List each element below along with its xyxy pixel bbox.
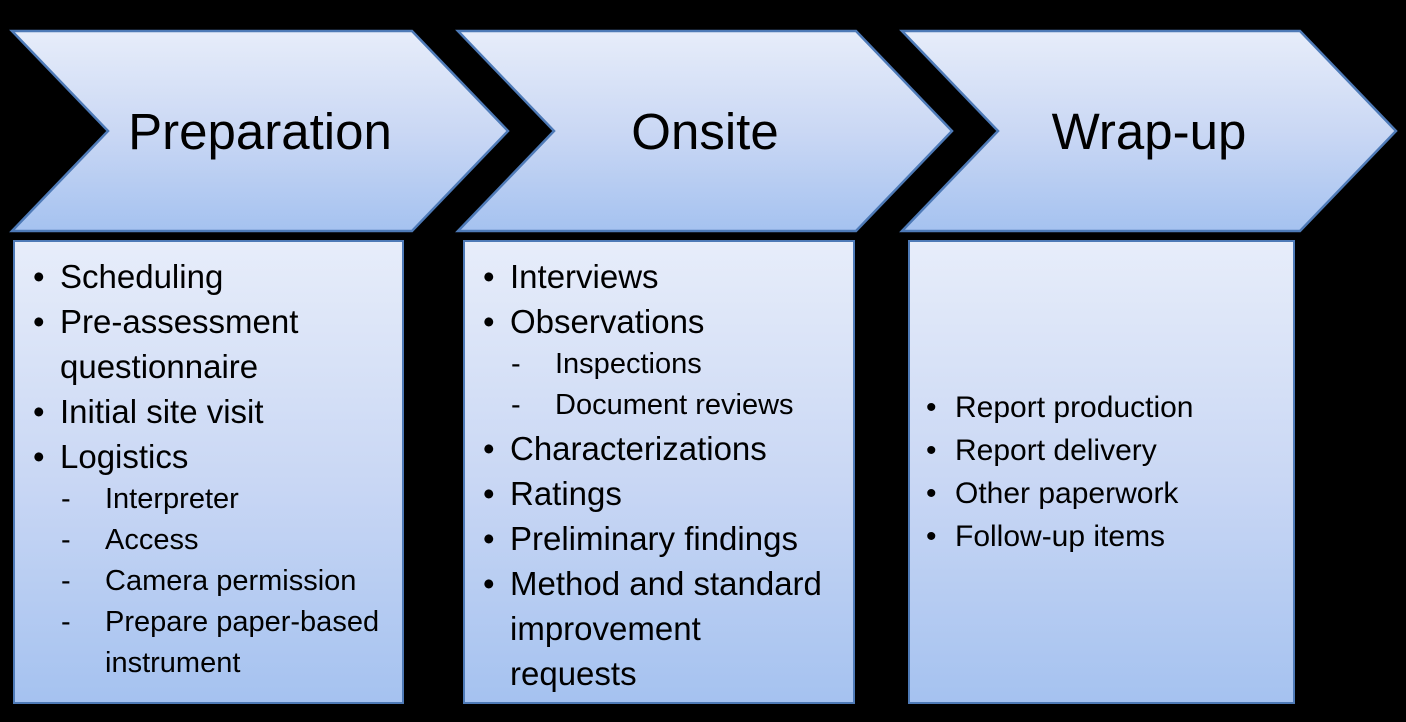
dash-icon: - (61, 524, 71, 556)
list-item-text: Access (105, 524, 199, 556)
list-item-text: Initial site visit (60, 393, 264, 430)
chevron-arrow-layer (9, 29, 1398, 233)
dash-icon: - (61, 483, 71, 515)
list-item: • Initial site visit (15, 389, 402, 434)
preparation-list: • Scheduling • Pre-assessment questionna… (15, 242, 402, 684)
list-item: - Access (15, 520, 402, 561)
dash-icon: - (511, 389, 521, 421)
list-item-text: Scheduling (60, 258, 224, 295)
list-item: • Report delivery (910, 429, 1293, 472)
wrap-up-box: • Report production • Report delivery • … (908, 240, 1295, 704)
bullet-icon: • (33, 303, 45, 340)
list-item-text: Ratings (510, 475, 622, 512)
bullet-icon: • (33, 393, 45, 430)
list-item: • Follow-up items (910, 515, 1293, 558)
wrap-up-list: • Report production • Report delivery • … (910, 386, 1293, 558)
bullet-icon: • (926, 477, 937, 510)
list-item: • Characterizations (465, 426, 853, 471)
list-item: • Other paperwork (910, 472, 1293, 515)
list-item-text: Interviews (510, 258, 659, 295)
bullet-icon: • (926, 520, 937, 553)
dash-icon: - (61, 565, 71, 597)
bullet-icon: • (483, 565, 495, 602)
list-item-text: Pre-assessment questionnaire (60, 303, 299, 385)
list-item-text: Camera permission (105, 565, 357, 597)
bullet-icon: • (483, 520, 495, 557)
dash-icon: - (511, 348, 521, 380)
list-item-text: Report production (955, 391, 1194, 424)
chevron-arrow-wrap-up (899, 29, 1398, 233)
list-item-text: Observations (510, 303, 705, 340)
bullet-icon: • (483, 303, 495, 340)
list-item: - Camera permission (15, 561, 402, 602)
list-item-text: Other paperwork (955, 477, 1179, 510)
list-item: - Document reviews (465, 385, 853, 426)
preparation-box: • Scheduling • Pre-assessment questionna… (13, 240, 404, 704)
list-item: • Scheduling (15, 254, 402, 299)
list-item: • Report production (910, 386, 1293, 429)
bullet-icon: • (926, 391, 937, 424)
list-item: • Pre-assessment questionnaire (15, 299, 402, 389)
list-item: - Interpreter (15, 479, 402, 520)
list-item-text: Follow-up items (955, 520, 1166, 553)
list-item: - Inspections (465, 344, 853, 385)
bullet-icon: • (483, 475, 495, 512)
list-item-text: Document reviews (555, 389, 794, 421)
list-item-text: Preliminary findings (510, 520, 798, 557)
list-item: - Prepare paper-based instrument (15, 602, 402, 684)
list-item: • Method and standard improvement reques… (465, 561, 853, 696)
list-item-text: Report delivery (955, 434, 1157, 467)
list-item: • Logistics (15, 434, 402, 479)
chevron-arrow-preparation (9, 29, 510, 233)
bullet-icon: • (33, 438, 45, 475)
onsite-box: • Interviews • Observations - Inspection… (463, 240, 855, 704)
bullet-icon: • (926, 434, 937, 467)
bullet-icon: • (483, 430, 495, 467)
bullet-icon: • (33, 258, 45, 295)
list-item-text: Characterizations (510, 430, 767, 467)
list-item-text: Inspections (555, 348, 702, 380)
chevron-arrow-onsite (455, 29, 954, 233)
list-item-text: Method and standard improvement requests (510, 565, 822, 692)
list-item: • Ratings (465, 471, 853, 516)
onsite-list: • Interviews • Observations - Inspection… (465, 242, 853, 696)
bullet-icon: • (483, 258, 495, 295)
dash-icon: - (61, 606, 71, 638)
list-item: • Preliminary findings (465, 516, 853, 561)
list-item-text: Logistics (60, 438, 189, 475)
list-item: • Observations (465, 299, 853, 344)
list-item: • Interviews (465, 254, 853, 299)
list-item-text: Interpreter (105, 483, 239, 515)
list-item-text: Prepare paper-based instrument (105, 606, 380, 679)
